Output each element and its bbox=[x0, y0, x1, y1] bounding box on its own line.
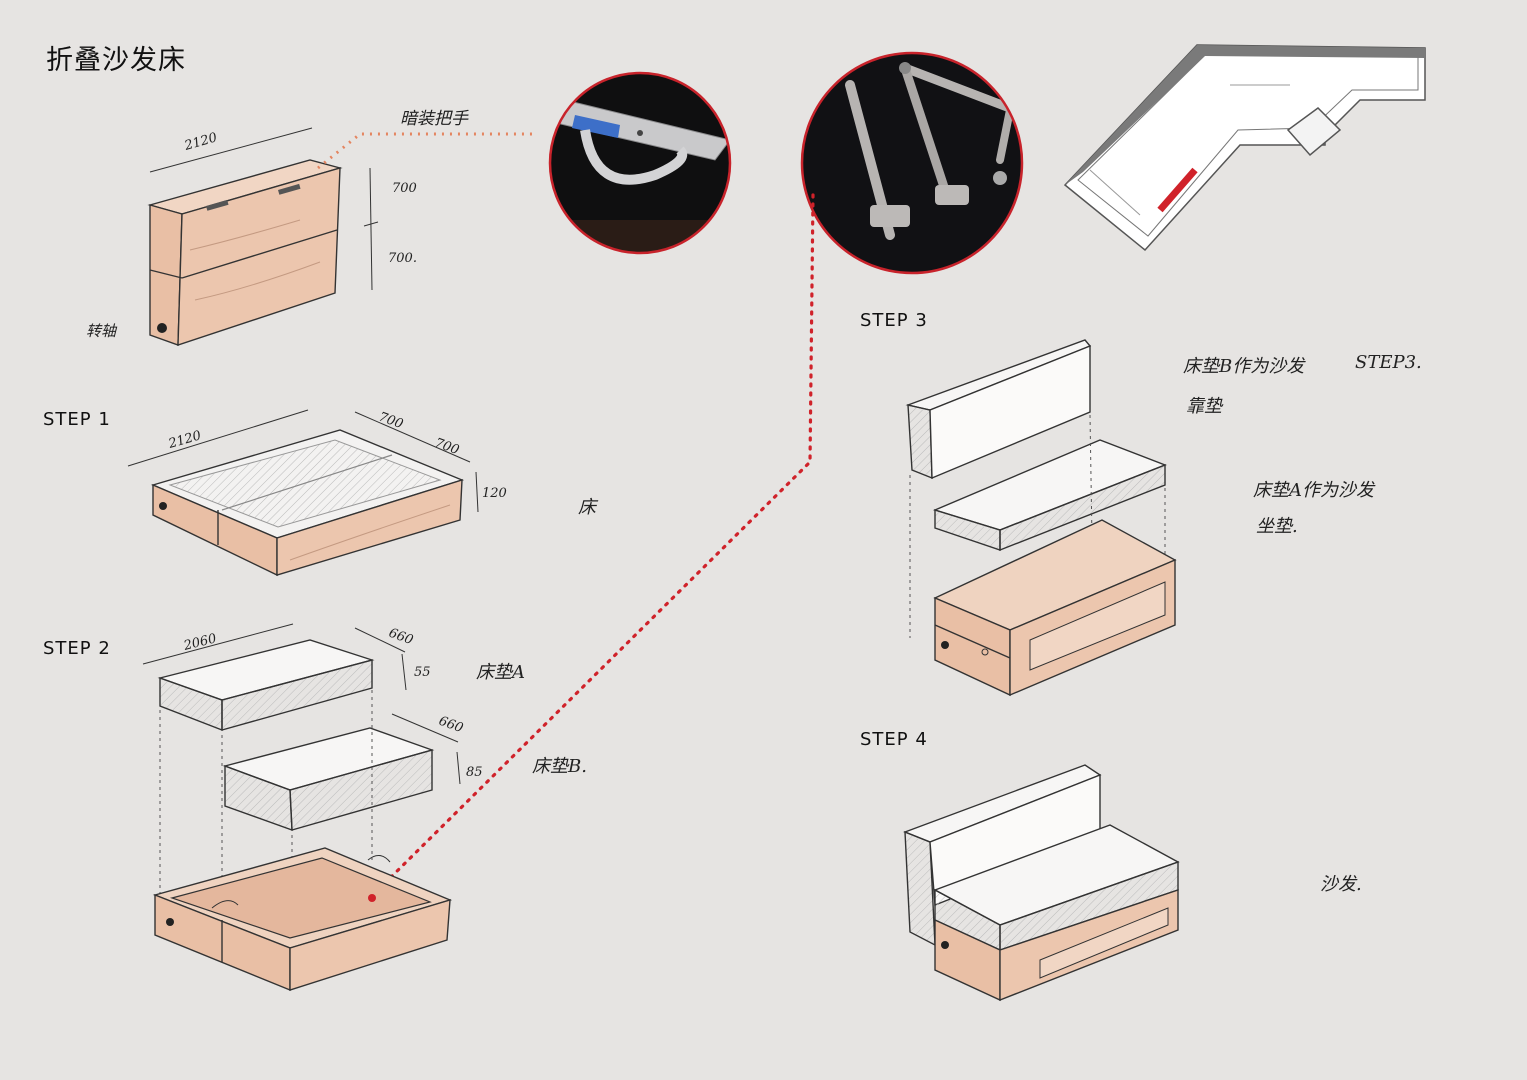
step1-w2-dim: 700 bbox=[433, 436, 461, 459]
step-2-label: STEP 2 bbox=[43, 638, 111, 659]
mattress-b-annotation: 床垫B. bbox=[532, 756, 587, 777]
mat-a-thick-dim: 55 bbox=[414, 665, 431, 680]
folded-box: 2120 700 700. bbox=[147, 127, 417, 346]
step3-note-b2: 靠垫 bbox=[1186, 396, 1222, 417]
step3-ref: STEP3. bbox=[1355, 352, 1422, 373]
step1-w1-dim: 700 bbox=[377, 410, 405, 433]
box-h1-dim: 700 bbox=[392, 181, 417, 196]
hinge-annotation: 转轴 bbox=[86, 322, 117, 340]
step3-note-a: 床垫A作为沙发 bbox=[1253, 480, 1374, 501]
recessed-handle-photo bbox=[548, 71, 732, 255]
mat-a-length-dim: 2060 bbox=[181, 631, 218, 654]
step1-h-dim: 120 bbox=[482, 486, 507, 501]
step2-exploded: 2060 660 55 660 85 bbox=[142, 623, 483, 992]
folding-hinge-photo bbox=[800, 51, 1024, 275]
bed-annotation: 床 bbox=[578, 497, 596, 518]
handle-annotation: 暗装把手 bbox=[400, 109, 468, 129]
step3-note-b: 床垫B作为沙发 bbox=[1183, 356, 1305, 377]
mat-b-width-dim: 660 bbox=[437, 714, 465, 737]
box-length-dim: 2120 bbox=[182, 130, 219, 154]
sofa-annotation: 沙发. bbox=[1320, 874, 1362, 895]
step1-bed: 2120 700 700 120 bbox=[127, 409, 507, 577]
handle-leader bbox=[317, 132, 535, 170]
hinge-leader bbox=[378, 193, 815, 890]
mattress-a-annotation: 床垫A bbox=[476, 662, 525, 683]
step-3-label: STEP 3 bbox=[860, 310, 928, 331]
step4-sofa bbox=[903, 764, 1180, 1002]
page-title: 折叠沙发床 bbox=[46, 45, 186, 76]
floor-plan-icon bbox=[1063, 44, 1426, 252]
step3-exploded bbox=[905, 339, 1177, 697]
step-4-label: STEP 4 bbox=[860, 729, 928, 750]
step3-note-a2: 坐垫. bbox=[1256, 516, 1298, 537]
step-1-label: STEP 1 bbox=[43, 409, 111, 430]
mat-b-thick-dim: 85 bbox=[466, 765, 483, 780]
box-h2-dim: 700. bbox=[388, 251, 417, 266]
